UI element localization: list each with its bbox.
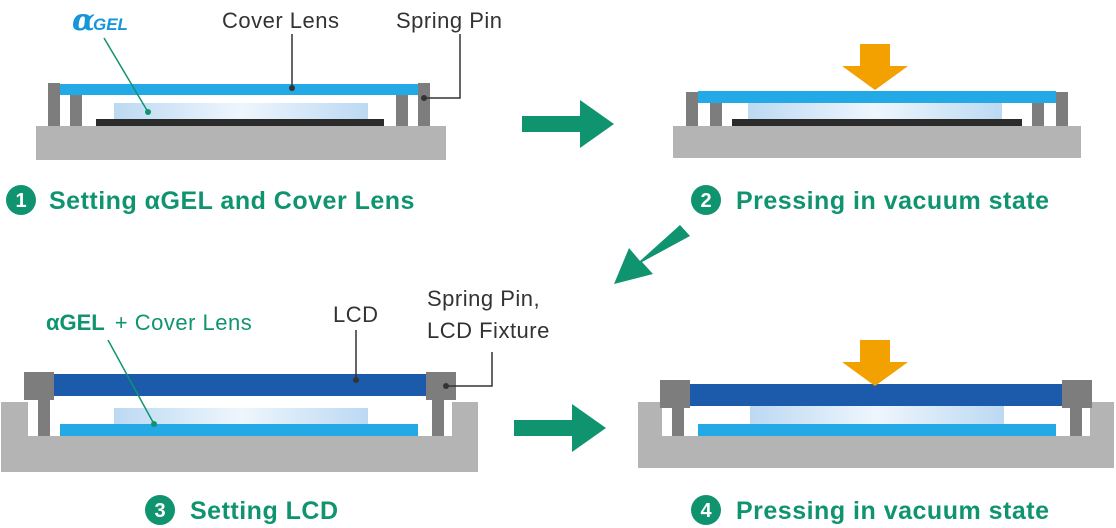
agel-layer <box>114 103 368 119</box>
svg-text:GEL: GEL <box>93 15 128 34</box>
leader-dot <box>289 85 295 91</box>
panel-2-pressing-vacuum <box>673 44 1081 158</box>
step-number-badge <box>6 185 36 215</box>
leader-dot <box>353 377 359 383</box>
lcd-sheet-dark <box>732 119 1022 126</box>
spring-pin-left-inner <box>70 95 82 126</box>
spring-pin-left <box>672 404 684 436</box>
base-plate <box>673 126 1081 158</box>
leader-dot <box>151 421 157 427</box>
cover-lens <box>60 424 418 436</box>
label-lcd-fixture-line2: LCD Fixture <box>427 318 550 343</box>
fixture-base <box>1 402 478 472</box>
leader-dot <box>421 95 427 101</box>
svg-text:1: 1 <box>15 190 26 212</box>
base-plate <box>36 126 446 160</box>
press-down-arrow-icon <box>842 340 908 386</box>
panel-1-setting-gel-and-cover-lens: α GEL Cover Lens Spring Pin <box>36 3 503 160</box>
lcd-sheet-dark <box>96 119 384 126</box>
spring-pin-right-outer <box>1056 92 1068 126</box>
right-arrow-icon <box>514 404 606 452</box>
leader-dot <box>145 109 151 115</box>
step-3-caption: 3 Setting LCD <box>145 495 339 525</box>
lcd-panel <box>54 374 426 396</box>
step-2-caption: 2 Pressing in vacuum state <box>691 185 1050 215</box>
spring-pin-right <box>432 398 444 436</box>
svg-text:α: α <box>72 3 95 38</box>
agel-layer <box>748 103 1002 119</box>
step-number-badge <box>691 495 721 525</box>
lcd-fixture-left <box>24 372 54 400</box>
spring-pin-right-inner <box>1032 100 1044 126</box>
lcd-fixture-right <box>1062 380 1092 408</box>
spring-pin-left <box>38 398 50 436</box>
spring-pin-left-outer <box>48 83 60 126</box>
press-down-arrow-icon <box>842 44 908 90</box>
panel-4-pressing-vacuum <box>638 340 1114 468</box>
spring-pin-right-outer <box>418 83 430 126</box>
label-cover-lens: Cover Lens <box>222 8 340 33</box>
step-1-caption: 1 Setting αGEL and Cover Lens <box>6 185 415 215</box>
svg-text:3: 3 <box>154 500 165 522</box>
step-number-badge <box>691 185 721 215</box>
cover-lens <box>698 424 1056 436</box>
spring-pin-right <box>1070 404 1082 436</box>
step-label: Setting LCD <box>190 497 339 525</box>
label-spring-pin: Spring Pin <box>396 8 503 33</box>
leader-spring-pin-fixture <box>446 352 493 387</box>
agel-logo: α GEL <box>72 3 128 38</box>
agel-layer <box>750 406 1004 424</box>
lcd-fixture-left <box>660 380 690 408</box>
lcd-panel <box>690 384 1062 406</box>
step-label: Pressing in vacuum state <box>736 187 1050 215</box>
panel-3-setting-lcd: αGEL + Cover Lens LCD Spring Pin, LCD Fi… <box>1 286 550 472</box>
label-spring-pin-line1: Spring Pin, <box>427 286 540 311</box>
step-number-badge <box>145 495 175 525</box>
leader-agel-cover-lens <box>107 339 155 425</box>
cover-lens <box>60 84 418 95</box>
label-agel-cover-lens: αGEL + Cover Lens <box>46 310 252 335</box>
right-arrow-icon <box>522 100 614 148</box>
spring-pin-right-inner <box>396 95 408 126</box>
leader-dot <box>443 383 449 389</box>
spring-pin-left-inner <box>710 100 722 126</box>
step-label: Pressing in vacuum state <box>736 497 1050 525</box>
leader-agel <box>103 37 149 113</box>
svg-text:2: 2 <box>700 190 711 212</box>
step-label: Setting αGEL and Cover Lens <box>49 187 415 215</box>
label-lcd: LCD <box>333 302 379 327</box>
agel-layer <box>114 408 368 424</box>
leader-spring-pin <box>424 34 461 99</box>
spring-pin-left-outer <box>686 92 698 126</box>
cover-lens <box>698 91 1056 103</box>
step-4-caption: 4 Pressing in vacuum state <box>691 495 1050 525</box>
svg-text:4: 4 <box>700 500 712 522</box>
down-left-arrow-icon <box>614 225 690 284</box>
fixture-base <box>638 402 1114 468</box>
